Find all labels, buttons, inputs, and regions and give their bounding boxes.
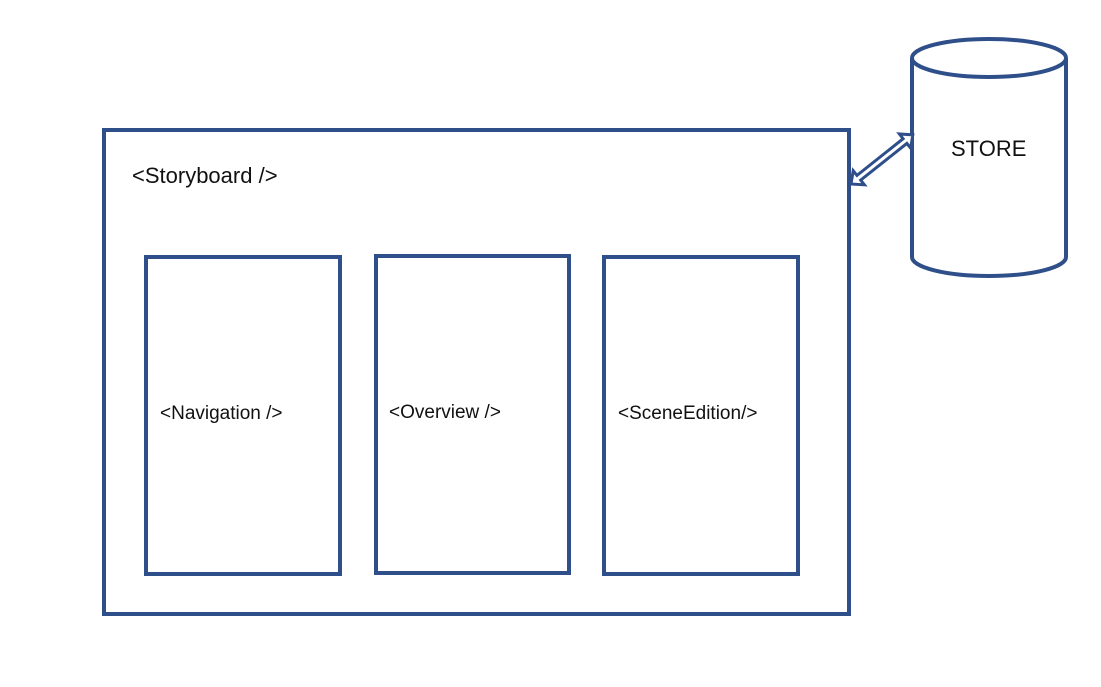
navigation-box bbox=[144, 255, 342, 576]
scene-edition-box bbox=[602, 255, 800, 576]
scene-edition-label: <SceneEdition/> bbox=[618, 403, 758, 424]
navigation-label: <Navigation /> bbox=[160, 403, 283, 424]
storyboard-container bbox=[102, 128, 851, 616]
overview-label: <Overview /> bbox=[389, 402, 501, 423]
bidirectional-arrow bbox=[849, 132, 915, 187]
storyboard-label: <Storyboard /> bbox=[132, 163, 278, 188]
store-cylinder bbox=[910, 37, 1068, 278]
store-label: STORE bbox=[951, 136, 1027, 161]
overview-box bbox=[374, 254, 571, 575]
